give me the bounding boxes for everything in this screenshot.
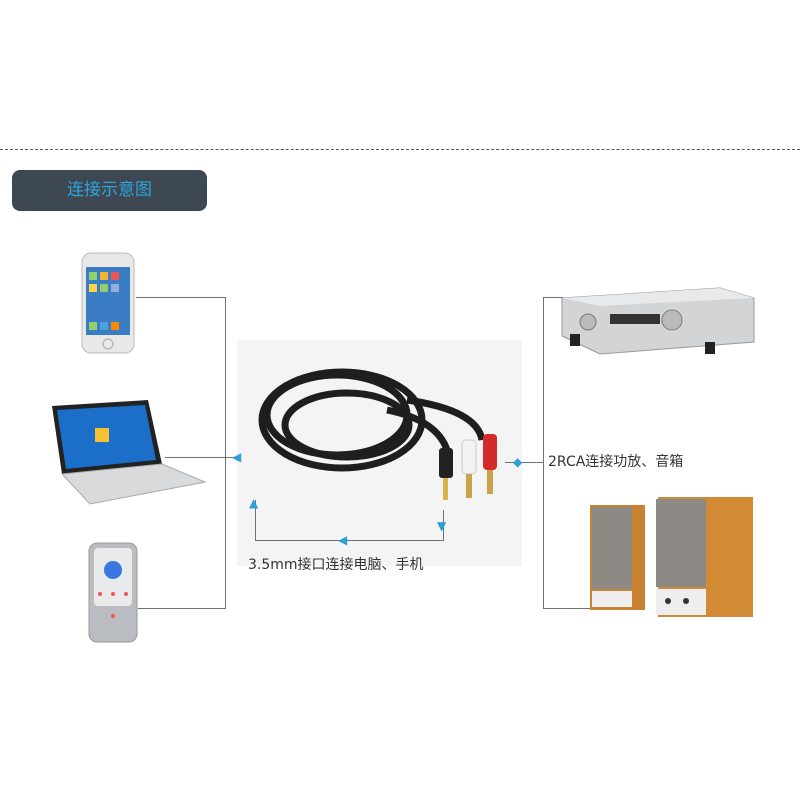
arrow-bidirectional-icon: ◆ (513, 455, 523, 469)
connector-line (543, 608, 593, 609)
connector-line (138, 608, 226, 609)
connector-line (543, 297, 544, 609)
smartphone-icon (81, 252, 135, 354)
arrow-up-icon: ▲ (249, 496, 259, 510)
connector-line (255, 540, 444, 541)
speakers-icon (590, 497, 753, 617)
audio-cable-icon (258, 368, 497, 500)
section-title-badge: 连接示意图 (12, 170, 207, 211)
dashed-divider (0, 149, 800, 150)
left-connector-label: 3.5mm接口连接电脑、手机 (248, 557, 424, 573)
connector-line (443, 510, 444, 541)
right-connector-label: 2RCA连接功放、音箱 (548, 454, 684, 470)
arrow-left-icon: ◀ (338, 533, 348, 547)
cable-photo (237, 340, 522, 566)
amplifier-icon (561, 287, 755, 355)
connector-line (136, 297, 226, 298)
mp3-player-icon (88, 542, 138, 643)
arrow-down-icon: ▼ (437, 519, 447, 533)
connector-line (543, 297, 563, 298)
connector-line (225, 297, 226, 609)
connector-line (505, 462, 543, 463)
arrow-left-icon: ◀ (232, 450, 242, 464)
connector-line (255, 500, 256, 541)
connector-line (165, 457, 226, 458)
laptop-icon (52, 400, 206, 505)
